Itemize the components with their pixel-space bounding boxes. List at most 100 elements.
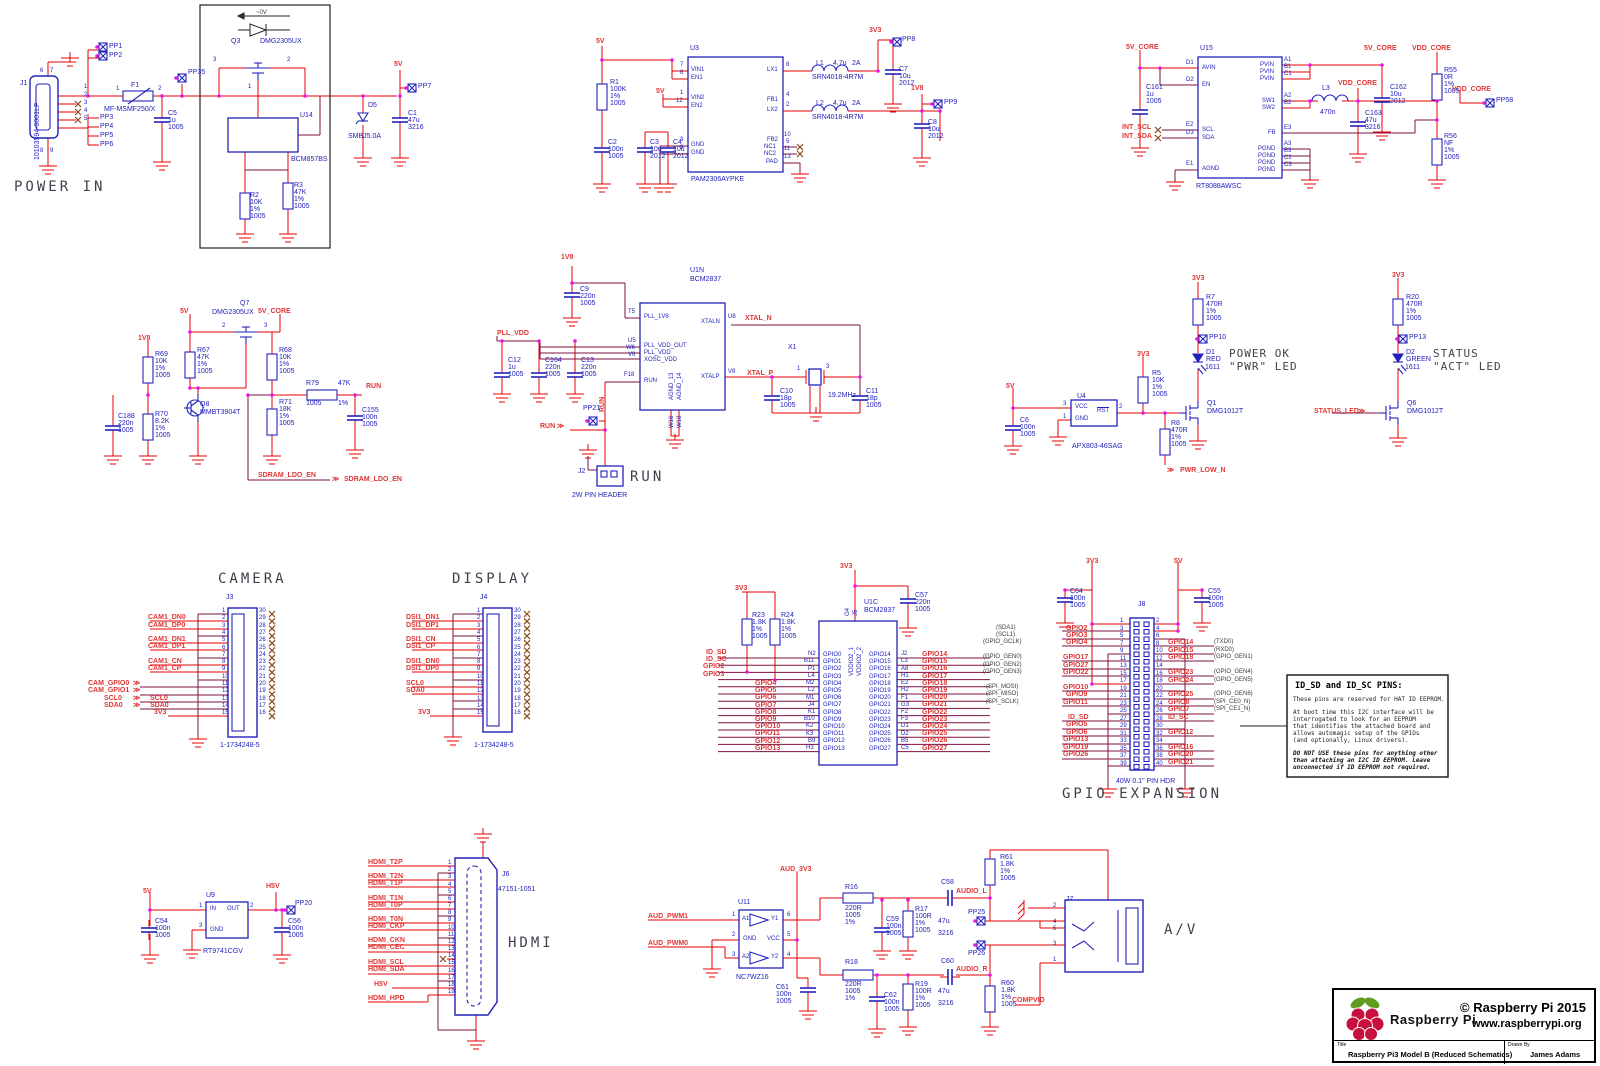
schematic-label: LX1 xyxy=(767,67,778,73)
schematic-label: PVIN xyxy=(1260,76,1275,82)
net-label: GPIO2 xyxy=(703,663,725,670)
net-label: HDMI_T2N xyxy=(368,873,404,880)
net-label: SDRAM_LDO_EN xyxy=(258,472,316,479)
schematic-label: A3 xyxy=(1284,141,1292,147)
net-label: GPIO15 xyxy=(1168,647,1194,654)
schematic-label: AGND xyxy=(1202,166,1220,172)
schematic-label: 100n xyxy=(155,925,171,932)
schematic-label: PP9 xyxy=(944,99,958,106)
schematic-label: 1 xyxy=(797,366,801,372)
schematic-label: 14 xyxy=(222,702,229,709)
schematic-label: PLL_1V8 xyxy=(644,314,669,320)
schematic-label: 26 xyxy=(1156,708,1163,714)
schematic-label: 47K xyxy=(197,354,210,361)
schematic-label: L3 xyxy=(1322,85,1330,92)
schematic-label: U3 xyxy=(690,45,699,52)
net-label: GPIO11 xyxy=(755,730,780,738)
net-label: GPIO4 xyxy=(755,680,777,687)
net-label: CAM1_DN0 xyxy=(148,614,186,621)
schematic-label: 470R xyxy=(1406,301,1423,308)
schematic-label: (GPIO_GEN4) xyxy=(1214,669,1253,675)
net-label: AUDIO_R xyxy=(956,966,988,973)
net-label: 3V3 xyxy=(735,585,748,592)
net-label: GPIO19 xyxy=(922,687,948,694)
net-label: AUD_PWM1 xyxy=(648,913,689,920)
schematic-label: PP7 xyxy=(418,83,432,90)
net-label: SCL0 xyxy=(150,695,168,702)
schematic-label: PP10 xyxy=(1209,334,1227,341)
schematic-label: 8 xyxy=(1156,640,1160,647)
schematic-label: 1005 xyxy=(197,368,213,375)
schematic-label: SCL xyxy=(1202,127,1214,133)
schematic-label: 7 xyxy=(448,903,452,910)
schematic-label: 220n xyxy=(118,420,134,427)
schematic-label: 470R xyxy=(1171,427,1188,434)
schematic-label: 3216 xyxy=(408,124,424,131)
schematic-label: 34 xyxy=(1156,738,1163,744)
schematic-label: PGND xyxy=(1258,153,1276,159)
net-label: XTAL_N xyxy=(745,315,772,322)
schematic-label: 1005 xyxy=(545,371,561,378)
net-label: HDMI_HPD xyxy=(368,995,405,1002)
schematic-label: A2 xyxy=(1284,93,1292,99)
schematic-label: 10 xyxy=(784,132,791,138)
schematic-label: 1005 xyxy=(580,300,596,307)
schematic-label: ~0V xyxy=(256,10,267,16)
schematic-label: L3 xyxy=(901,658,908,664)
schematic-label: Q3 xyxy=(231,38,241,45)
schematic-label: C55 xyxy=(1208,588,1221,595)
section-title: "PWR" LED xyxy=(1229,360,1298,373)
schematic-label: F1 xyxy=(131,82,140,89)
schematic-label: 3216 xyxy=(938,1000,954,1007)
net-label: GPIO7 xyxy=(755,701,777,709)
schematic-label: 19 xyxy=(514,688,521,695)
schematic-label: C56 xyxy=(288,918,301,925)
schematic-label: Q7 xyxy=(240,300,250,307)
schematic-label: 2 xyxy=(222,323,226,329)
net-label: XTAL_P xyxy=(747,370,774,377)
schematic-label: PP5 xyxy=(100,132,114,139)
net-label: ≫ xyxy=(133,702,141,709)
schematic-label: 47K xyxy=(294,189,307,196)
schematic-label: V6 xyxy=(628,352,636,358)
net-label: HDMI_CEC xyxy=(368,944,405,951)
schematic-label: R71 xyxy=(279,399,292,406)
schematic-label: 100n xyxy=(1208,595,1224,602)
net-label: GPIO19 xyxy=(1063,744,1089,751)
schematic-label: 14 xyxy=(1156,663,1163,669)
schematic-label: 1005 xyxy=(1208,602,1224,609)
schematic-label: C11 xyxy=(866,388,879,395)
schematic-label: G4 xyxy=(845,607,851,616)
net-label: GPIO17 xyxy=(922,672,948,680)
schematic-label: M1 xyxy=(806,695,815,701)
schematic-label: unconnected if ID EEPROM not required. xyxy=(1293,764,1431,771)
schematic-label: C10 xyxy=(780,388,793,395)
net-label: RUN xyxy=(599,396,606,412)
schematic-label: 1% xyxy=(1000,868,1011,875)
schematic-label: J7 xyxy=(1066,896,1074,903)
net-label: PLL_VDD xyxy=(497,330,529,337)
schematic-label: PP35 xyxy=(188,69,206,76)
schematic-label: 20 xyxy=(514,681,521,687)
schematic-label: U5 xyxy=(628,338,636,344)
schematic-label: (GPIO_GEN6) xyxy=(1214,691,1253,697)
schematic-label: 1005 xyxy=(780,402,796,409)
net-label: GPIO20 xyxy=(1168,751,1194,758)
schematic-label: C9 xyxy=(580,286,589,293)
schematic-label: 4 xyxy=(787,952,791,958)
net-label: GPIO21 xyxy=(1168,759,1194,766)
schematic-label: GPIO6 xyxy=(823,695,842,702)
schematic-label: 1 xyxy=(116,86,120,92)
schematic-label: 9 xyxy=(477,666,481,673)
schematic-label: 2012 xyxy=(928,133,944,140)
schematic-label: 1.8K xyxy=(1001,987,1016,994)
net-label: HDMI_T0N xyxy=(368,916,404,923)
schematic-label: 22 xyxy=(514,666,521,673)
net-label: GPIO10 xyxy=(1063,684,1089,691)
schematic-label: 23 xyxy=(514,659,521,666)
schematic-label: 12 xyxy=(222,688,229,695)
schematic-label: 29 xyxy=(1120,723,1127,729)
schematic-label: 1-1734248-5 xyxy=(220,742,260,749)
schematic-label: 1% xyxy=(1444,147,1455,154)
schematic-label: 28 xyxy=(259,622,266,629)
